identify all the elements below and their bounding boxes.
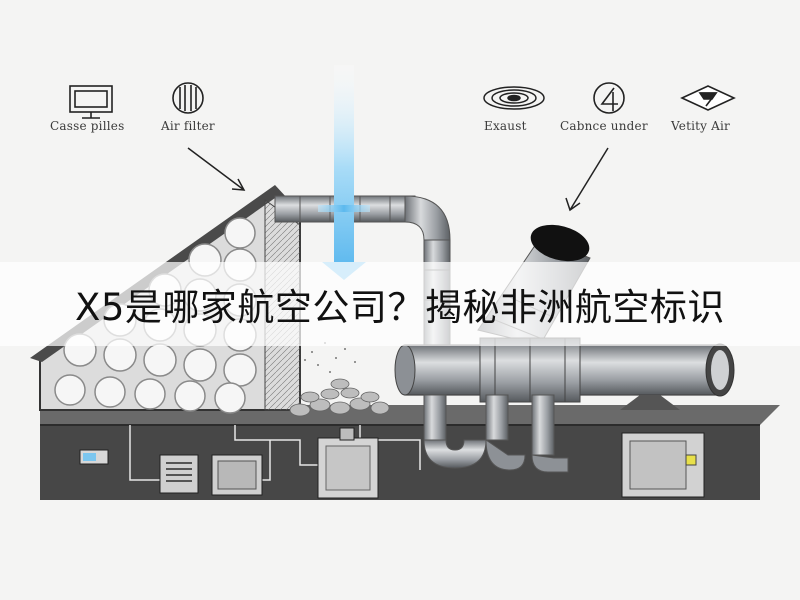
control-wiring <box>129 425 421 481</box>
monitor-icon <box>69 85 113 119</box>
furnace-cabinet <box>621 432 705 498</box>
gravel-pile <box>289 378 390 417</box>
airflow-beam <box>318 65 370 280</box>
control-cabinet <box>317 427 379 499</box>
casse-piles-label: Casse pilles <box>50 119 125 133</box>
headline-banner: X5是哪家航空公司？揭秘非洲航空标识 <box>0 262 800 346</box>
thermostat-device <box>79 449 109 465</box>
spiral-icon <box>483 86 545 110</box>
air-filter-label: Air filter <box>161 119 215 133</box>
grille-unit <box>159 454 199 494</box>
cabinet-under-label: Cabnce under <box>560 119 648 133</box>
dust-particles <box>299 342 356 373</box>
headline-text: X5是哪家航空公司？揭秘非洲航空标识 <box>75 286 725 329</box>
pointer-arrows <box>187 147 609 212</box>
exhaust-label: Exaust <box>484 119 527 133</box>
diamond-icon <box>680 85 736 111</box>
heat-exchanger <box>394 337 735 410</box>
filter-icon <box>172 82 204 114</box>
fan-box <box>211 454 263 496</box>
number-four-icon <box>593 82 625 114</box>
drain-pipes <box>423 394 569 473</box>
verity-air-label: Vetity Air <box>671 119 730 133</box>
